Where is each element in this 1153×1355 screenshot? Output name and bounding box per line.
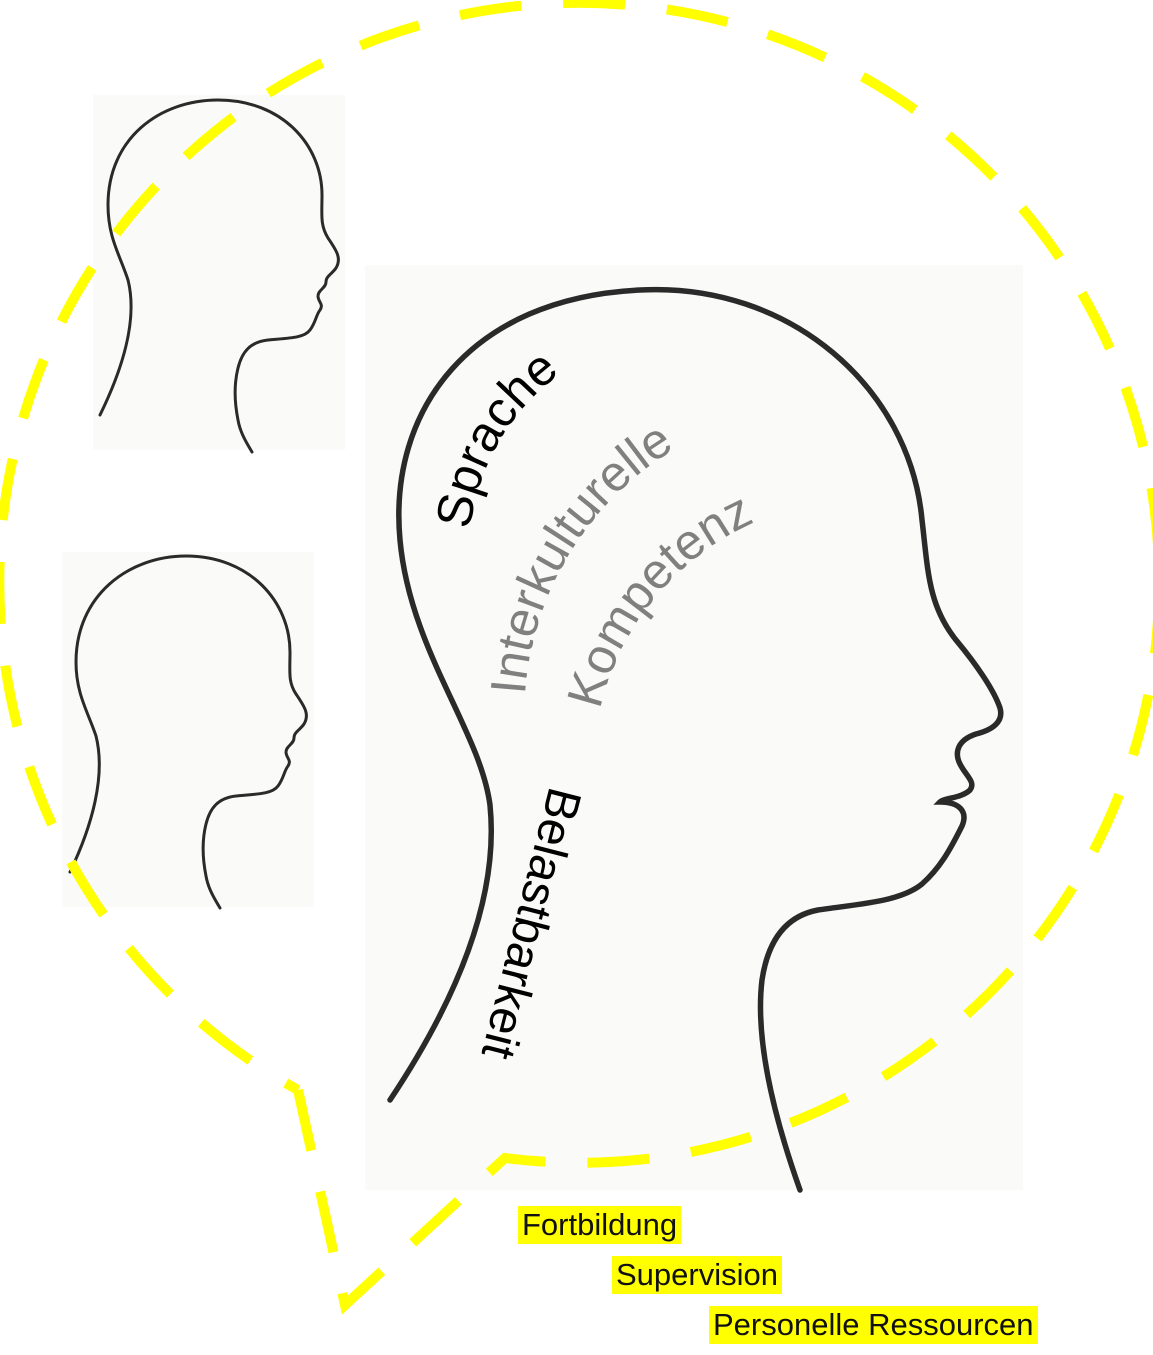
resource-fortbildung: Fortbildung — [518, 1206, 681, 1244]
label-belastbarkeit: Belastbarkeit — [471, 782, 591, 1064]
resource-supervision: Supervision — [612, 1256, 782, 1294]
label-sprache: Sprache — [425, 338, 567, 532]
resource-personelle-ressourcen: Personelle Ressourcen — [709, 1306, 1038, 1344]
